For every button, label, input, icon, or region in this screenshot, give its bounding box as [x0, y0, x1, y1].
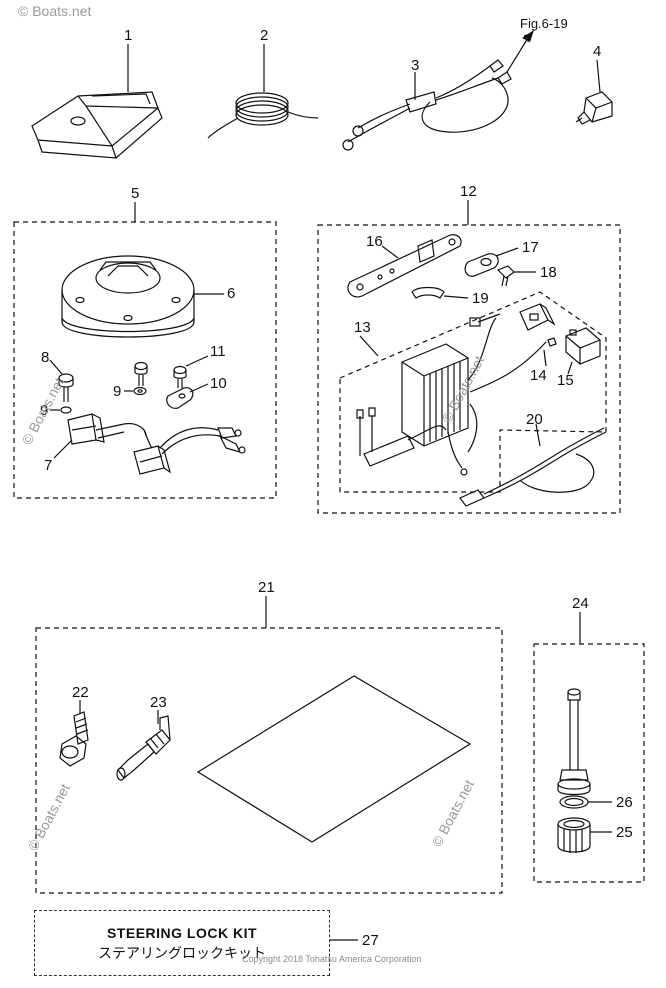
- part-7-exciter-coil: [67, 413, 246, 475]
- leader-17: [495, 247, 519, 257]
- callout-11: 11: [210, 343, 226, 360]
- part-26-oring: [559, 795, 589, 809]
- part-19-clip: [411, 286, 445, 299]
- group-12-box: [317, 224, 621, 514]
- callout-15: 15: [557, 372, 574, 389]
- callout-21: 21: [258, 579, 275, 596]
- kit-title-en: STEERING LOCK KIT: [106, 925, 258, 941]
- callout-9-left: 9: [40, 402, 48, 419]
- callout-25: 25: [616, 824, 633, 841]
- callout-26: 26: [616, 794, 633, 811]
- part-14-connector: [469, 303, 556, 331]
- part-10-clamp: [166, 387, 194, 409]
- part-8-screw: [58, 373, 74, 402]
- part-22-plug: [59, 711, 89, 767]
- callout-27: 27: [362, 932, 379, 949]
- part-9-washer-right: [133, 386, 147, 396]
- leader-10: [189, 383, 209, 393]
- part-4-cap: [575, 91, 613, 125]
- watermark-bottom-right: © Boats.net: [429, 777, 478, 849]
- fig-arrow-icon: [522, 30, 534, 42]
- callout-16: 16: [366, 233, 383, 250]
- part-17-clamp: [464, 253, 499, 277]
- callout-8: 8: [41, 349, 49, 366]
- leader-4: [596, 59, 601, 93]
- callout-13: 13: [354, 319, 371, 336]
- group-21-box: [35, 627, 503, 894]
- steering-lock-kit-box: STEERING LOCK KIT ステアリングロックキット: [34, 910, 330, 976]
- callout-14: 14: [530, 367, 547, 384]
- callout-23: 23: [150, 694, 167, 711]
- leader-19: [443, 295, 469, 299]
- group-13-box: [339, 291, 607, 493]
- part-13-regulator: [356, 317, 547, 476]
- copyright-notice: Copyright 2018 Tohatsu America Corporati…: [242, 954, 422, 964]
- callout-3: 3: [411, 57, 419, 74]
- kit-title-jp: ステアリングロックキット: [98, 945, 266, 961]
- part-1-pouch: [31, 91, 163, 159]
- part-25-nut: [557, 817, 591, 853]
- part-screw-center: [134, 361, 148, 386]
- watermark-bottom-left: © Boats.net: [25, 781, 74, 853]
- leader-11: [185, 355, 209, 367]
- callout-24: 24: [572, 595, 589, 612]
- callout-18: 18: [540, 264, 557, 281]
- callout-12: 12: [460, 183, 477, 200]
- part-18-bolt: [496, 265, 515, 287]
- callout-22: 22: [72, 684, 89, 701]
- part-2-coil-wire: [207, 92, 319, 139]
- part-21-sheet: [196, 675, 472, 843]
- leader-8: [49, 359, 63, 375]
- leader-13: [359, 335, 379, 357]
- part-6-flywheel: [61, 255, 195, 338]
- part-11-screw: [173, 365, 187, 388]
- leader-15: [567, 361, 573, 375]
- part-9-washer-left: [60, 406, 72, 414]
- leader-14: [543, 349, 547, 367]
- group-5-box: [13, 221, 277, 499]
- leader-7: [53, 439, 73, 459]
- callout-6: 6: [227, 285, 235, 302]
- watermark-mid-right: © Boats.net: [439, 353, 488, 425]
- callout-4: 4: [593, 43, 601, 60]
- part-23-pin: [116, 715, 171, 781]
- callout-2: 2: [260, 27, 268, 44]
- part-20-wire: [459, 427, 607, 507]
- callout-9-right: 9: [113, 383, 121, 400]
- part-3-harness: [342, 33, 531, 151]
- callout-10: 10: [210, 375, 227, 392]
- leader-20: [535, 423, 541, 447]
- callout-17: 17: [522, 239, 539, 256]
- part-15-relay: [565, 327, 601, 365]
- group-24-box: [533, 643, 645, 883]
- callout-7: 7: [44, 457, 52, 474]
- watermark-left: © Boats.net: [19, 375, 68, 447]
- callout-1: 1: [124, 27, 132, 44]
- part-14-small: [547, 337, 557, 347]
- part-24-shaft: [557, 688, 591, 796]
- callout-20: 20: [526, 411, 543, 428]
- callout-5: 5: [131, 185, 139, 202]
- part-16-bracket: [347, 234, 462, 298]
- leader-16: [381, 245, 399, 259]
- watermark-top: © Boats.net: [18, 3, 91, 19]
- fig-reference: Fig.6-19: [520, 16, 568, 31]
- callout-19: 19: [472, 290, 489, 307]
